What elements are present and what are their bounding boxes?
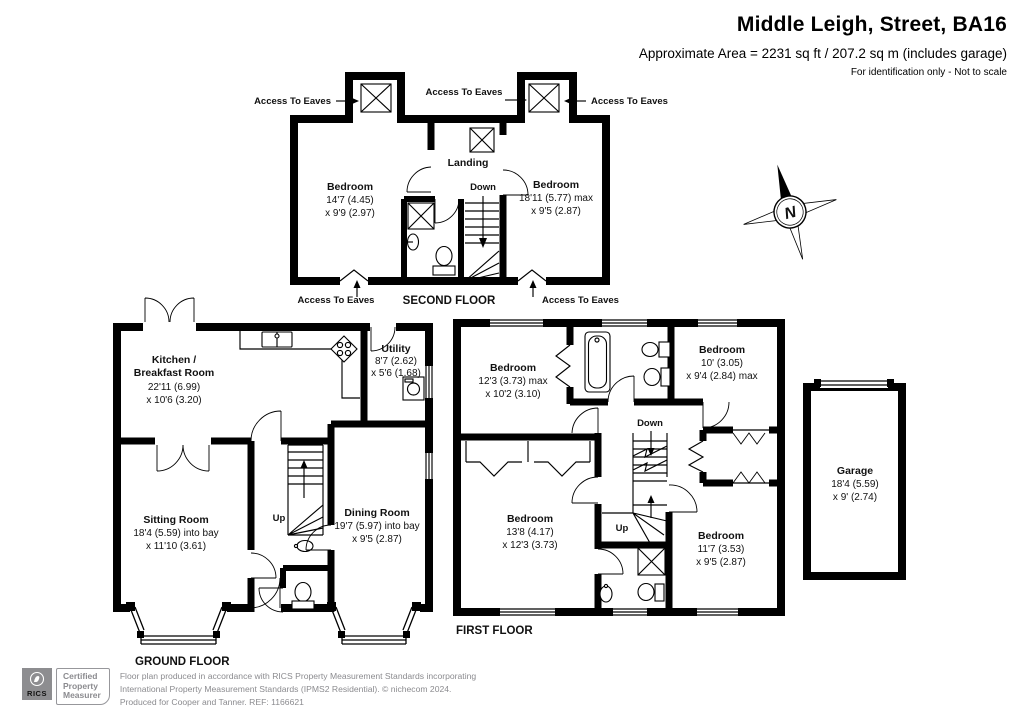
shower-icon <box>407 202 435 230</box>
window <box>425 366 433 479</box>
garage-walls <box>803 378 906 580</box>
room-dim: x 9'9 (2.97) <box>325 208 375 219</box>
window <box>490 319 738 616</box>
badge-line: Property <box>63 680 98 691</box>
room-label-kitchen: Kitchen / <box>152 354 196 366</box>
garage-plan: Garage 18'4 (5.59) x 9' (2.74) <box>803 378 906 580</box>
access-to-eaves-label-bottom-left: Access To Eaves <box>298 295 375 306</box>
bay-window-dining <box>327 602 421 645</box>
room-dim: 18'4 (5.59) <box>831 479 879 490</box>
page-title: Middle Leigh, Street, BA16 <box>736 13 1007 36</box>
room-dim: x 9'4 (2.84) max <box>686 371 757 382</box>
access-to-eaves-label-top: Access To Eaves <box>426 87 503 98</box>
room-label-garage: Garage <box>837 465 873 477</box>
staircase <box>602 431 668 544</box>
north-label: N <box>783 204 799 224</box>
access-to-eaves-label-bottom-right: Access To Eaves <box>542 295 619 306</box>
staircase-down <box>464 196 500 282</box>
staircase-up <box>287 444 324 536</box>
room-label-dining-room: Dining Room <box>344 507 409 519</box>
room-dim: x 9' (2.74) <box>833 492 877 503</box>
bathroom-toilet-icon <box>643 367 671 387</box>
footer-line-3: Produced for Cooper and Tanner. REF: 116… <box>119 697 304 707</box>
compass: N <box>743 164 837 260</box>
ground-floor-doors <box>144 297 396 613</box>
toilet-icon <box>291 581 315 610</box>
area-text: Approximate Area = 2231 sq ft / 207.2 sq… <box>638 46 1007 61</box>
badge-line: Certified <box>63 671 98 681</box>
room-label-bedroom-bottom-left: Bedroom <box>507 513 553 525</box>
rics-logo: RICS <box>22 668 52 700</box>
room-dim: 14'7 (4.45) <box>326 195 374 206</box>
footer-text: Floor plan produced in accordance with R… <box>120 668 476 709</box>
room-dim: x 12'3 (3.73) <box>502 540 557 551</box>
first-floor-plan: Bedroom 12'3 (3.73) max x 10'2 (3.10) Be… <box>453 318 785 637</box>
room-dim: 8'7 (2.62) <box>375 356 417 367</box>
room-dim: 11'7 (3.53) <box>698 544 745 555</box>
bath-icon <box>584 331 611 393</box>
second-floor-label: SECOND FLOOR <box>403 295 496 307</box>
room-dim: x 9'5 (2.87) <box>352 534 402 545</box>
kitchen-sink-icon <box>261 331 293 348</box>
shower-room-toilet-icon <box>637 582 665 602</box>
badge-line: Measurer <box>63 690 101 700</box>
access-arrows <box>336 96 586 297</box>
second-floor-eaves-doors <box>339 269 547 282</box>
wardrobe-bifold-doors <box>465 344 705 477</box>
header: Middle Leigh, Street, BA16 Approximate A… <box>639 13 1007 78</box>
room-dim: 18'4 (5.59) into bay <box>133 528 218 539</box>
room-dim: x 9'5 (2.87) <box>696 557 746 568</box>
ground-floor-plan: Kitchen / Breakfast Room 22'11 (6.99) x … <box>113 297 434 668</box>
footer-line-1: Floor plan produced in accordance with R… <box>119 671 477 681</box>
room-label-sitting-room: Sitting Room <box>143 514 208 526</box>
room-dim: 10' (3.05) <box>701 358 743 369</box>
first-floor-label: FIRST FLOOR <box>456 625 533 637</box>
stairs-down-label: Down <box>470 182 496 193</box>
room-label-kitchen2: Breakfast Room <box>134 367 215 379</box>
access-to-eaves-label-left: Access To Eaves <box>254 96 331 107</box>
hob-icon <box>330 335 358 363</box>
rics-label: RICS <box>27 689 47 698</box>
bay-window-sitting <box>126 602 231 645</box>
toilet-icon <box>432 245 456 276</box>
room-dim: 22'11 (6.99) <box>148 382 200 393</box>
eaves-hatch-icon <box>360 83 560 153</box>
bathroom-sink-icon <box>641 341 671 358</box>
room-label-bedroom-left: Bedroom <box>327 181 373 193</box>
footer-line-2: International Property Measurement Stand… <box>119 684 452 694</box>
room-dim: 19'7 (5.97) into bay <box>334 521 419 532</box>
stairs-down-label: Down <box>637 418 663 429</box>
hall-sink-icon <box>293 539 314 553</box>
shower-room-sink-icon <box>599 583 613 603</box>
stairs-up-label: Up <box>273 513 286 524</box>
stairs-up-label: Up <box>616 523 629 534</box>
room-label-bedroom-bottom-right: Bedroom <box>698 530 744 542</box>
washer-icon <box>402 376 425 401</box>
disclaimer-text: For identification only - Not to scale <box>850 67 1007 78</box>
footer: RICS Certified Property Measurer Floor p… <box>22 668 476 709</box>
room-label-landing: Landing <box>448 157 489 169</box>
room-label-bedroom-top-left: Bedroom <box>490 362 536 374</box>
room-dim: 12'3 (3.73) max <box>478 376 547 387</box>
ground-floor-label: GROUND FLOOR <box>135 656 230 668</box>
north-arrow: N <box>743 164 837 260</box>
first-floor-doors <box>571 375 730 575</box>
room-label-utility: Utility <box>381 343 410 355</box>
room-dim: x 10'6 (3.20) <box>146 395 201 406</box>
certified-property-measurer-badge: Certified Property Measurer <box>56 668 110 705</box>
casement-window-icon <box>732 426 769 487</box>
second-floor-plan: Access To Eaves Access To Eaves Access T… <box>254 72 668 307</box>
room-dim: x 10'2 (3.10) <box>485 389 540 400</box>
room-dim: 13'8 (4.17) <box>506 527 554 538</box>
access-to-eaves-label-right: Access To Eaves <box>591 96 668 107</box>
sink-icon <box>406 233 420 251</box>
room-label-bedroom-top-right: Bedroom <box>699 344 745 356</box>
shower-icon <box>637 547 666 576</box>
second-floor-doors <box>406 166 529 224</box>
room-dim: x 9'5 (2.87) <box>531 206 581 217</box>
room-label-bedroom-right: Bedroom <box>533 179 579 191</box>
room-dim: x 11'10 (3.61) <box>146 541 206 552</box>
room-dim: 18'11 (5.77) max <box>519 193 593 204</box>
room-dim: x 5'6 (1.68) <box>371 368 421 379</box>
